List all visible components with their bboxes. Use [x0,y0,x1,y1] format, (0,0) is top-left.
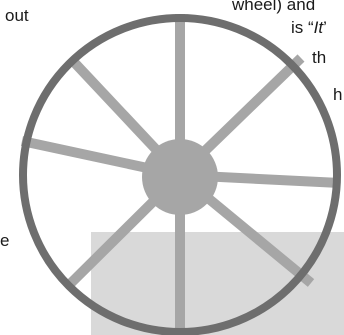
text-fragment-line2-italic: It [314,18,323,37]
wheel-hub [142,139,218,215]
text-fragment-line2-prefix: is “ [291,18,314,37]
text-fragment-line2-suffix: ’ [323,18,327,37]
text-fragment-top-right-line3: th [312,48,326,68]
text-fragment-top-right-line1: wheel) and [232,0,315,15]
text-fragment-top-left: out [5,6,29,26]
text-fragment-top-right-line4: h [333,85,342,105]
text-fragment-top-right-line2: is “It’ [291,18,327,38]
text-fragment-left-mid: e [0,231,9,251]
